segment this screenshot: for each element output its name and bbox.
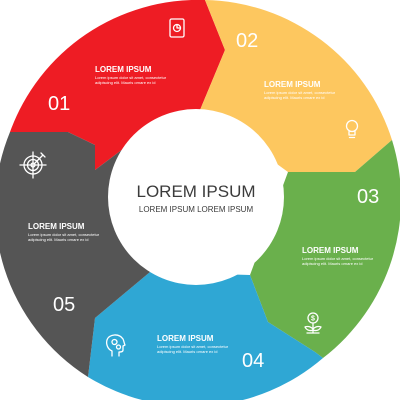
segment-05-text-line1: Lorem ipsum dolor sit amet, consectetur — [28, 232, 100, 237]
svg-text:$: $ — [311, 316, 315, 323]
target-icon — [19, 151, 47, 179]
segment-02-text-line1: Lorem ipsum dolor sit amet, consectetur — [264, 90, 336, 95]
segment-05-text-line2: adipiscing elit. Mauris ornare ex id — [28, 237, 88, 242]
segment-04-text-line1: Lorem ipsum dolor sit amet, consectetur — [157, 344, 229, 349]
segment-01-text-line2: adipiscing elit. Mauris ornare ex id — [95, 80, 155, 85]
segment-04-title: LOREM IPSUM — [157, 334, 214, 343]
segment-03-text-line1: Lorem ipsum dolor sit amet, consectetur — [302, 256, 374, 261]
lightbulb-icon — [345, 119, 359, 139]
segment-05-number: 05 — [53, 294, 75, 316]
segment-04-wedge — [88, 272, 323, 400]
segment-01-wedge — [10, 0, 225, 170]
segment-03-title: LOREM IPSUM — [302, 246, 359, 255]
segment-01-text-line1: Lorem ipsum dolor sit amet, consectetur — [95, 75, 167, 80]
segment-02-text-line2: adipiscing elit. Mauris ornare ex id — [264, 95, 324, 100]
tablet-chart-icon — [169, 18, 185, 38]
center-title: LOREM IPSUM — [136, 182, 255, 201]
center-subtitle: LOREM IPSUM LOREM IPSUM — [139, 205, 254, 214]
segment-03-number: 03 — [357, 186, 379, 208]
segment-02-title: LOREM IPSUM — [264, 80, 321, 89]
segment-05-title: LOREM IPSUM — [28, 222, 85, 231]
center-circle — [108, 109, 284, 285]
segment-03-text-line2: adipiscing elit. Mauris ornare ex id — [302, 261, 362, 266]
segment-04-text-line2: adipiscing elit. Mauris ornare ex id — [157, 349, 217, 354]
segment-03-wedge — [250, 140, 400, 358]
segment-01-number: 01 — [48, 93, 70, 115]
head-gears-icon — [106, 334, 126, 357]
segment-04-number: 04 — [242, 350, 264, 372]
segment-02-number: 02 — [236, 30, 258, 52]
money-plant-icon: $ — [304, 312, 322, 334]
segment-01-title: LOREM IPSUM — [95, 65, 152, 74]
